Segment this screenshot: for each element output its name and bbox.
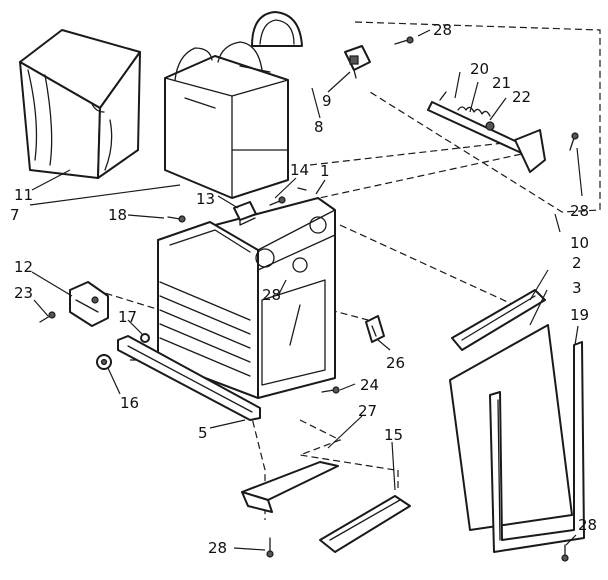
callout-23: 23 (14, 284, 33, 302)
callout-21: 21 (492, 74, 511, 92)
cabinet-frame-part-1 (157, 197, 336, 399)
callout-8: 8 (314, 118, 324, 136)
base-rail-part-5 (117, 335, 261, 421)
callout-14: 14 (290, 161, 309, 179)
front-handle-part-15 (319, 495, 411, 553)
callout-7: 7 (10, 206, 20, 224)
bracket-part-13 (233, 201, 257, 221)
callout-1: 1 (320, 162, 330, 180)
callout-27: 27 (358, 402, 377, 420)
callout-3: 3 (572, 279, 582, 297)
callout-18: 18 (108, 206, 127, 224)
callout-9: 9 (322, 92, 332, 110)
clip-part-17 (140, 333, 150, 343)
callout-20: 20 (470, 60, 489, 78)
rod-assembly-parts-20-22 (427, 91, 546, 173)
panel-frame-part-19 (489, 341, 585, 553)
callout-16: 16 (120, 394, 139, 412)
callout-12: 12 (14, 258, 33, 276)
callout-22: 22 (512, 88, 531, 106)
front-panel-part-3 (449, 324, 573, 531)
callout-28: 28 (578, 516, 597, 534)
callout-28: 28 (262, 286, 281, 304)
callout-5: 5 (198, 424, 208, 442)
callout-28: 28 (570, 202, 589, 220)
side-clip-part-26 (365, 315, 385, 343)
callout-28: 28 (433, 21, 452, 39)
callout-17: 17 (118, 308, 137, 326)
screws (39, 36, 579, 562)
top-trim-part-2 (451, 289, 546, 351)
bag-bracket-part-8 (251, 11, 303, 47)
callout-26: 26 (386, 354, 405, 372)
callout-2: 2 (572, 254, 582, 272)
callout-10: 10 (570, 234, 589, 252)
drawer-slide-part-27 (241, 461, 339, 513)
leader-lines (29, 29, 583, 551)
callout-24: 24 (360, 376, 379, 394)
callout-19: 19 (570, 306, 589, 324)
callout-28: 28 (208, 539, 227, 557)
bag-holder-part-7 (164, 41, 289, 199)
switch-bracket-part-9 (344, 45, 371, 79)
foot-part-16 (96, 354, 112, 370)
latch-bracket-part-12 (69, 281, 109, 327)
callout-13: 13 (196, 190, 215, 208)
trash-bag-part-11 (19, 29, 141, 179)
callout-15: 15 (384, 426, 403, 444)
callout-11: 11 (14, 186, 33, 204)
callout-labels: 28 1 2 3 5 7 8 9 10 11 12 13 14 15 16 17… (10, 21, 597, 557)
